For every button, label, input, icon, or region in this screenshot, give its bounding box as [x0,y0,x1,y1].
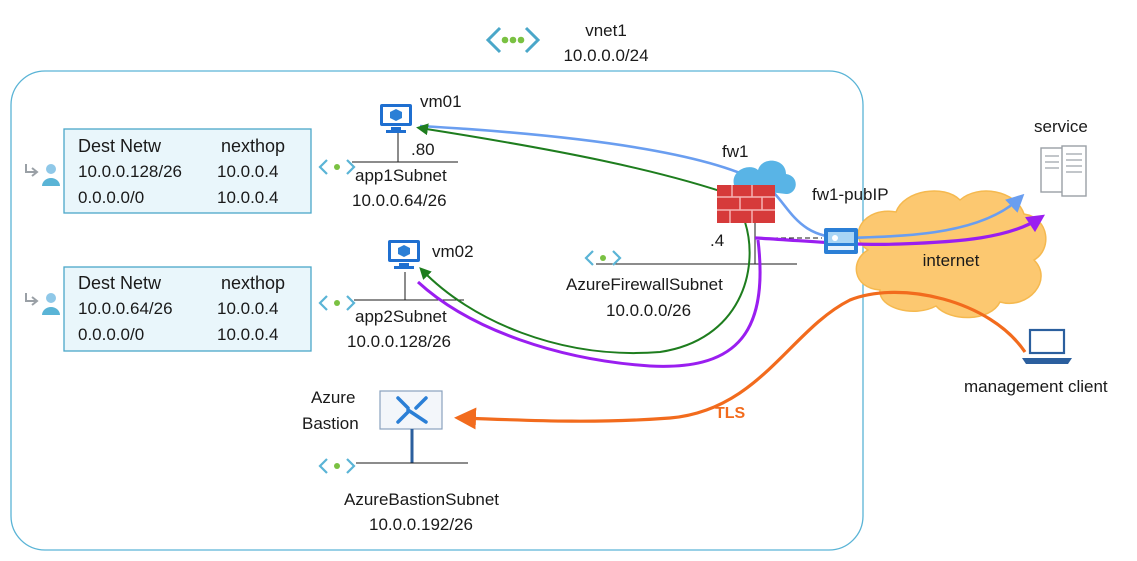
route-table-icon [25,163,61,187]
firewall-subnet-cidr: 10.0.0.0/26 [606,301,691,320]
firewall-subnet-name: AzureFirewallSubnet [566,275,723,294]
green-flow-arrow-vm02 [419,221,751,354]
service-label: service [1034,117,1088,136]
blue-flow-arrow [419,124,1025,240]
vnet-icon [485,26,541,54]
route-table-1-row-2-nexthop: 10.0.0.4 [217,188,278,207]
tls-label: TLS [715,405,746,422]
firewall-name: fw1 [722,142,748,161]
purple-flow-arrow [754,214,1045,246]
orange-tls-arrow [454,290,1027,430]
route-table-1-header-dest: Dest Netw [78,136,162,156]
route-table-2-row-1-nexthop: 10.0.0.4 [217,299,278,318]
route-table-2: Dest Netw nexthop 10.0.0.64/26 10.0.0.4 … [25,266,312,352]
firewall-ip: .4 [710,231,724,250]
vm01-ip: .80 [411,140,435,159]
vnet-name: vnet1 [585,21,627,40]
app1-subnet-name: app1Subnet [355,166,447,185]
route-table-icon [25,292,61,316]
route-table-1-row-1-dest: 10.0.0.128/26 [78,162,182,181]
subnet-icon [318,457,356,475]
subnet-icon [318,294,356,312]
subnet-icon [584,249,622,267]
bastion-label-line1: Azure [311,388,355,407]
subnet-icon [318,158,356,176]
vm02-name: vm02 [432,242,474,261]
bastion-subnet-name: AzureBastionSubnet [344,490,499,509]
bastion-icon [379,390,443,430]
route-table-2-row-1-dest: 10.0.0.64/26 [78,299,173,318]
route-table-1-row-2-dest: 0.0.0.0/0 [78,188,144,207]
route-table-2-row-2-nexthop: 10.0.0.4 [217,325,278,344]
app1-subnet-cidr: 10.0.0.64/26 [352,191,447,210]
route-table-2-header-dest: Dest Netw [78,273,162,293]
vm-icon [380,104,412,133]
public-ip-icon [824,228,858,254]
laptop-icon [1022,328,1072,364]
vm-icon [388,240,420,269]
cloud-icon [855,190,1047,319]
bastion-subnet-cidr: 10.0.0.192/26 [369,515,473,534]
app2-subnet-name: app2Subnet [355,307,447,326]
management-client-label: management client [964,377,1108,396]
vnet-boundary [10,70,864,551]
route-table-1-row-1-nexthop: 10.0.0.4 [217,162,278,181]
vm01-name: vm01 [420,92,462,111]
route-table-1-header-nexthop: nexthop [221,136,285,156]
public-ip-name: fw1-pubIP [812,185,889,204]
server-icon [1040,145,1087,197]
route-table-1: Dest Netw nexthop 10.0.0.128/26 10.0.0.4… [25,128,312,214]
purple-return-arrow [416,239,762,368]
firewall-icon [717,160,796,223]
app2-subnet-cidr: 10.0.0.128/26 [347,332,451,351]
vnet-cidr: 10.0.0.0/24 [563,46,648,65]
bastion-label-line2: Bastion [302,414,359,433]
route-table-2-header-nexthop: nexthop [221,273,285,293]
internet-label: internet [923,251,980,270]
green-flow-arrow-vm01 [416,123,736,197]
route-table-2-row-2-dest: 0.0.0.0/0 [78,325,144,344]
